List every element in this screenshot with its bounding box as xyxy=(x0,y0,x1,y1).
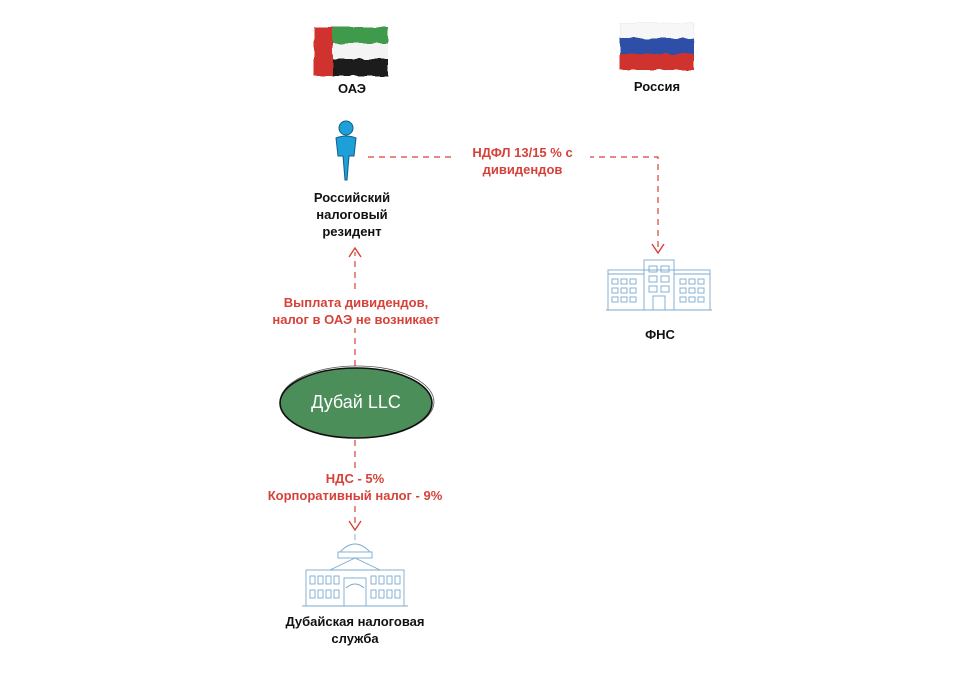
resident-label: Российский налоговый резидент xyxy=(313,190,391,239)
dubai-llc-label: Дубай LLC xyxy=(311,392,401,412)
arrow-head-person xyxy=(348,246,362,258)
russia-flag-icon xyxy=(618,20,696,72)
fns-label: ФНС xyxy=(645,327,675,342)
uae-flag-icon xyxy=(312,24,390,78)
dividends-label: Выплата дивидендов, налог в ОАЭ не возни… xyxy=(258,294,454,328)
ndfl-connector xyxy=(368,156,659,250)
ndfl-label: НДФЛ 13/15 % с дивидендов xyxy=(455,144,590,178)
russia-label: Россия xyxy=(633,79,681,94)
vat-label: НДС - 5% Корпоративный налог - 9% xyxy=(255,470,455,504)
fns-building-icon xyxy=(604,254,714,314)
uae-label: ОАЭ xyxy=(337,81,367,96)
arrow-head-fns xyxy=(651,243,665,255)
dubai-llc-node xyxy=(276,364,436,442)
person-icon xyxy=(330,120,360,182)
dubai-tax-building-icon xyxy=(300,530,410,610)
dubai-tax-label: Дубайская налоговая служба xyxy=(285,614,425,646)
arrow-head-dubai-tax xyxy=(348,520,362,532)
